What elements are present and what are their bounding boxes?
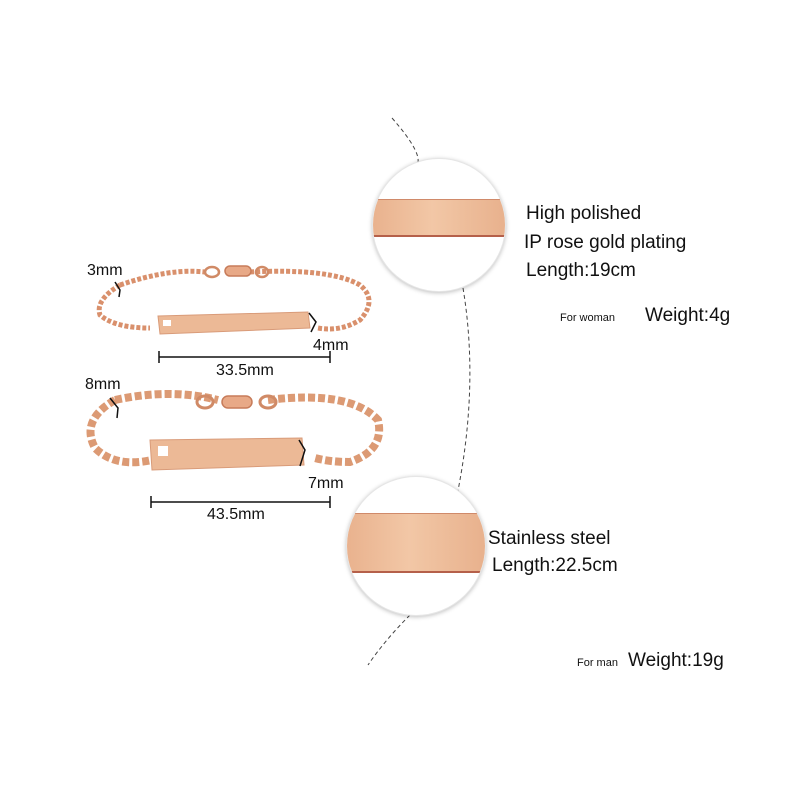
women-spec-finish: High polished <box>526 203 642 224</box>
men-plate-length-label: 43.5mm <box>207 506 265 523</box>
women-plate-length-label: 33.5mm <box>216 362 274 379</box>
women-chain-width-label: 3mm <box>87 262 123 279</box>
women-spec-length: Length:19cm <box>526 260 636 281</box>
men-chain-width-label: 8mm <box>85 376 121 393</box>
women-plate-closeup <box>372 158 506 292</box>
women-weight: Weight:4g <box>645 305 731 326</box>
men-spec-length: Length:22.5cm <box>492 555 618 576</box>
men-weight: Weight:19g <box>628 650 724 671</box>
men-plate-height-label: 7mm <box>308 475 344 492</box>
men-plate-closeup <box>346 476 486 616</box>
women-plate-height-label: 4mm <box>313 337 349 354</box>
women-bracelet <box>96 268 372 332</box>
women-spec-plating: IP rose gold plating <box>524 232 687 253</box>
men-spec-material: Stainless steel <box>488 528 611 549</box>
men-for-label: For man <box>577 657 618 669</box>
women-for-label: For woman <box>560 312 616 324</box>
